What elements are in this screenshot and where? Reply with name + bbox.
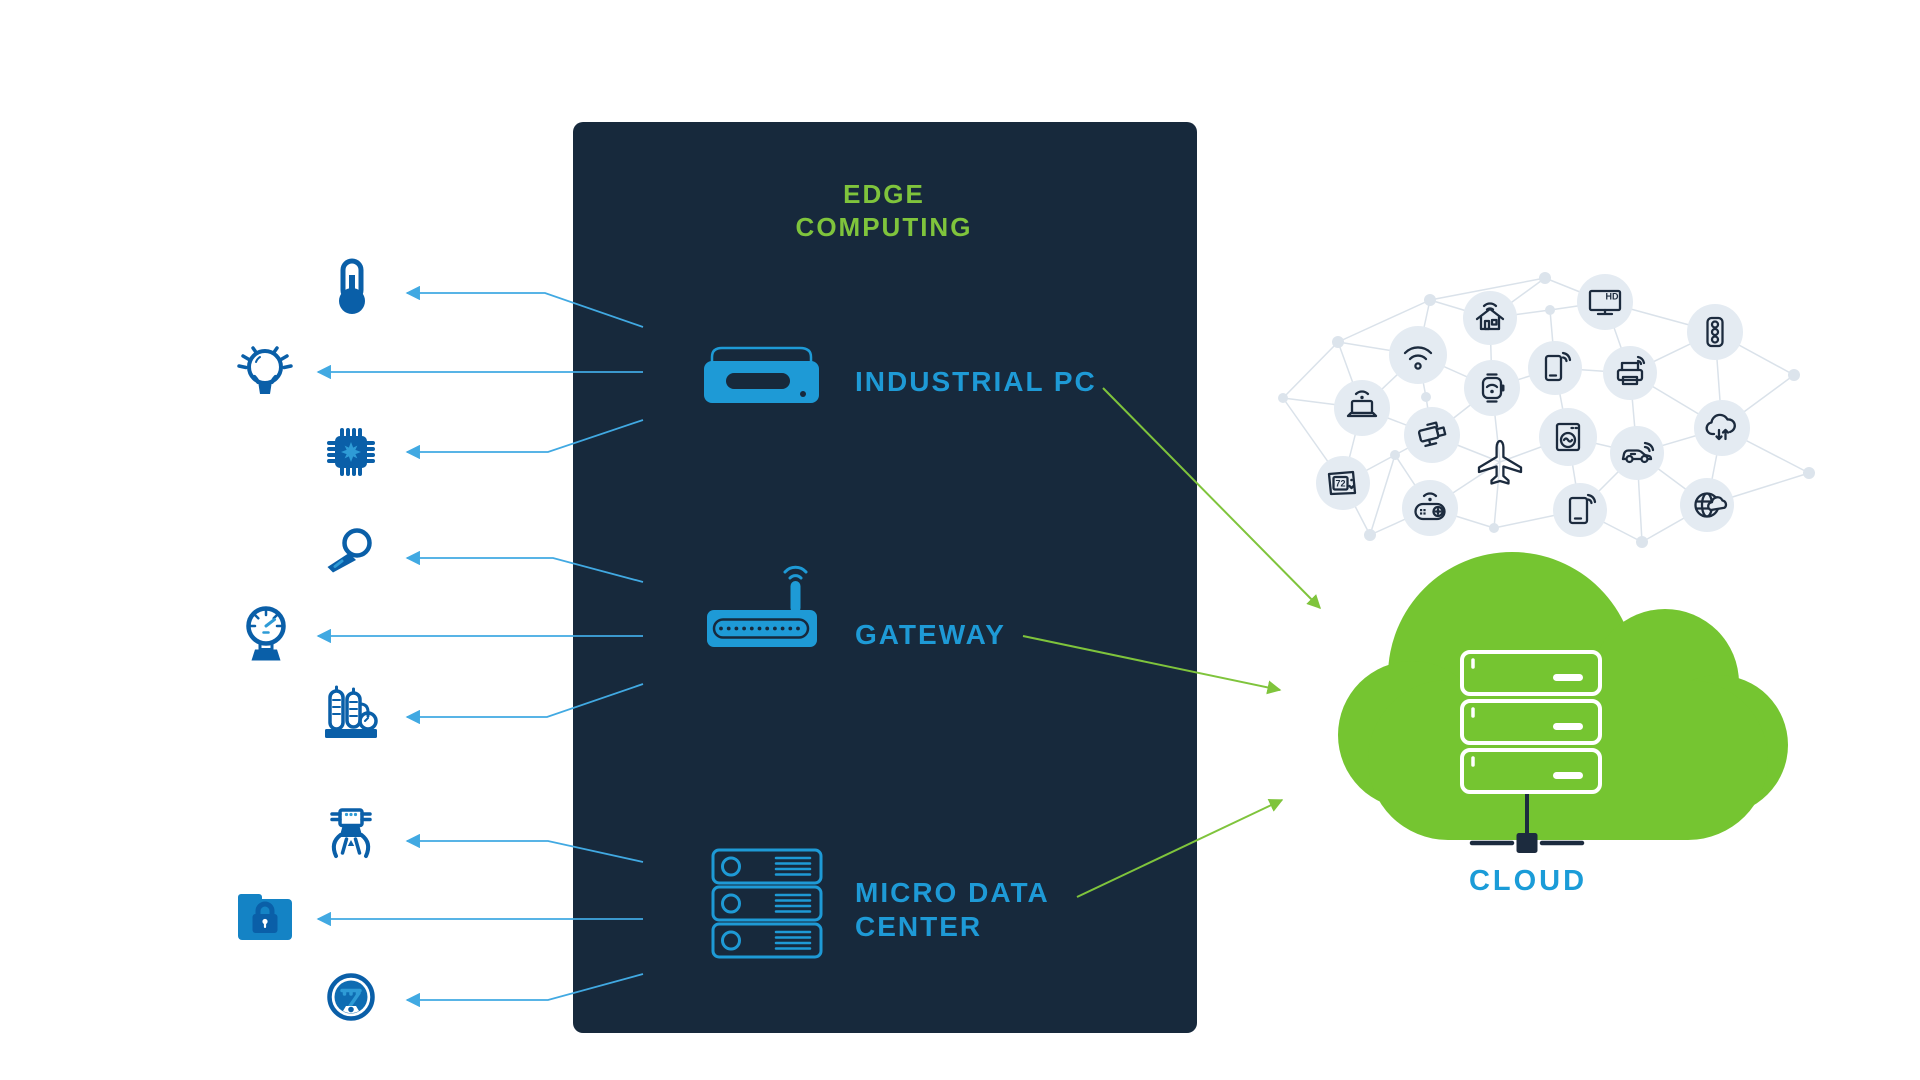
tv-hd-badge: HD — [1606, 292, 1619, 302]
chip-icon — [327, 428, 375, 476]
smartwatch-icon — [1464, 360, 1520, 416]
edge-computing-panel: EDGE COMPUTING INDUSTRIAL PC GATEWAY — [573, 122, 1197, 1033]
sensor-icons — [237, 258, 378, 1021]
smartphone-icon — [1528, 341, 1582, 395]
arrow-robot — [405, 833, 644, 863]
airplane-icon — [1477, 439, 1523, 485]
industrial-pc-label: INDUSTRIAL PC — [855, 366, 1097, 397]
edge-panel-background — [573, 122, 1197, 1033]
network-junctions — [1278, 272, 1815, 548]
thermometer-icon — [339, 258, 365, 314]
cloud-servers-icon — [1460, 650, 1602, 794]
edge-title-line1: EDGE — [843, 179, 925, 209]
edge-to-cloud-arrows — [1022, 387, 1321, 898]
arrow-industrial-pc-to-cloud — [1102, 387, 1321, 609]
laptop-icon — [1334, 380, 1390, 436]
arrow-meter — [405, 973, 644, 1008]
arrow-micro-data-center-to-cloud — [1076, 799, 1284, 898]
cloud-transfer-icon — [1694, 400, 1750, 456]
cloud-label: CLOUD — [1469, 865, 1587, 897]
arrow-microphone — [405, 550, 644, 583]
traffic-light-icon — [1687, 304, 1743, 360]
tablet-icon — [1553, 483, 1607, 537]
thermostat-icon: 72 — [1316, 456, 1370, 510]
cloud: CLOUD — [1338, 552, 1788, 897]
smart-home-icon — [1463, 291, 1517, 345]
globe-icon — [1680, 478, 1734, 532]
arrow-plant — [405, 683, 644, 725]
lightbulb-icon — [237, 346, 293, 394]
pressure-gauge-icon — [246, 606, 286, 661]
arrow-chip — [405, 419, 644, 460]
industrial-pc-icon — [704, 346, 819, 403]
arrow-thermometer — [405, 285, 644, 328]
iot-network: HD — [1278, 272, 1815, 548]
cloud-shape — [1338, 552, 1788, 840]
security-camera-icon — [1404, 407, 1460, 463]
hd-tv-icon: HD — [1577, 274, 1633, 330]
sensor-arrows — [316, 285, 644, 1008]
robot-gripper-icon — [330, 808, 372, 858]
analog-meter-icon — [327, 973, 375, 1021]
wifi-icon — [1389, 326, 1447, 384]
printer-icon — [1603, 346, 1657, 400]
microphone-icon — [327, 528, 372, 573]
micro-data-center-label-line2: CENTER — [855, 911, 982, 942]
thermostat-display: 72 — [1335, 479, 1345, 489]
game-controller-icon — [1402, 480, 1458, 536]
gateway-label: GATEWAY — [855, 619, 1006, 650]
gateway-icon — [707, 565, 817, 647]
micro-data-center-label-line1: MICRO DATA — [855, 877, 1050, 908]
connected-car-icon — [1610, 426, 1664, 480]
arrow-gateway-to-cloud — [1022, 635, 1282, 695]
micro-data-center-icon — [711, 848, 823, 959]
industrial-plant-icon — [325, 685, 378, 738]
secure-folder-icon — [238, 894, 292, 940]
edge-title-line2: COMPUTING — [796, 212, 973, 242]
washing-machine-icon — [1539, 408, 1597, 466]
cloud-network-connector — [1469, 794, 1585, 853]
